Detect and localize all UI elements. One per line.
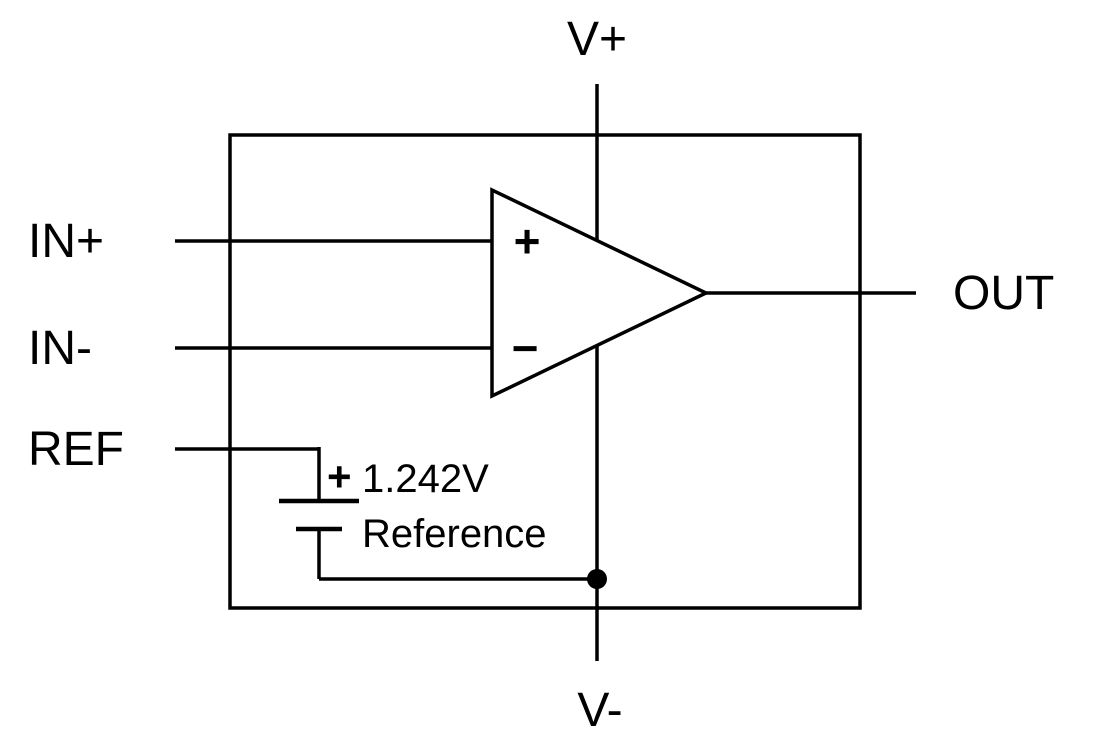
opamp-minus-icon: − <box>512 322 539 374</box>
in-plus-label: IN+ <box>28 215 104 268</box>
reference-voltage-label: 1.242V <box>362 457 489 501</box>
out-label: OUT <box>953 267 1054 320</box>
vplus-label: V+ <box>567 13 627 66</box>
vminus-label: V- <box>577 684 622 737</box>
ref-label: REF <box>28 423 124 476</box>
reference-name-label: Reference <box>362 512 547 556</box>
opamp-plus-icon: + <box>514 215 541 267</box>
battery-plus-icon: + <box>327 453 352 500</box>
opamp-triangle <box>490 187 711 399</box>
junction-dot <box>587 569 607 589</box>
in-minus-label: IN- <box>28 322 92 375</box>
